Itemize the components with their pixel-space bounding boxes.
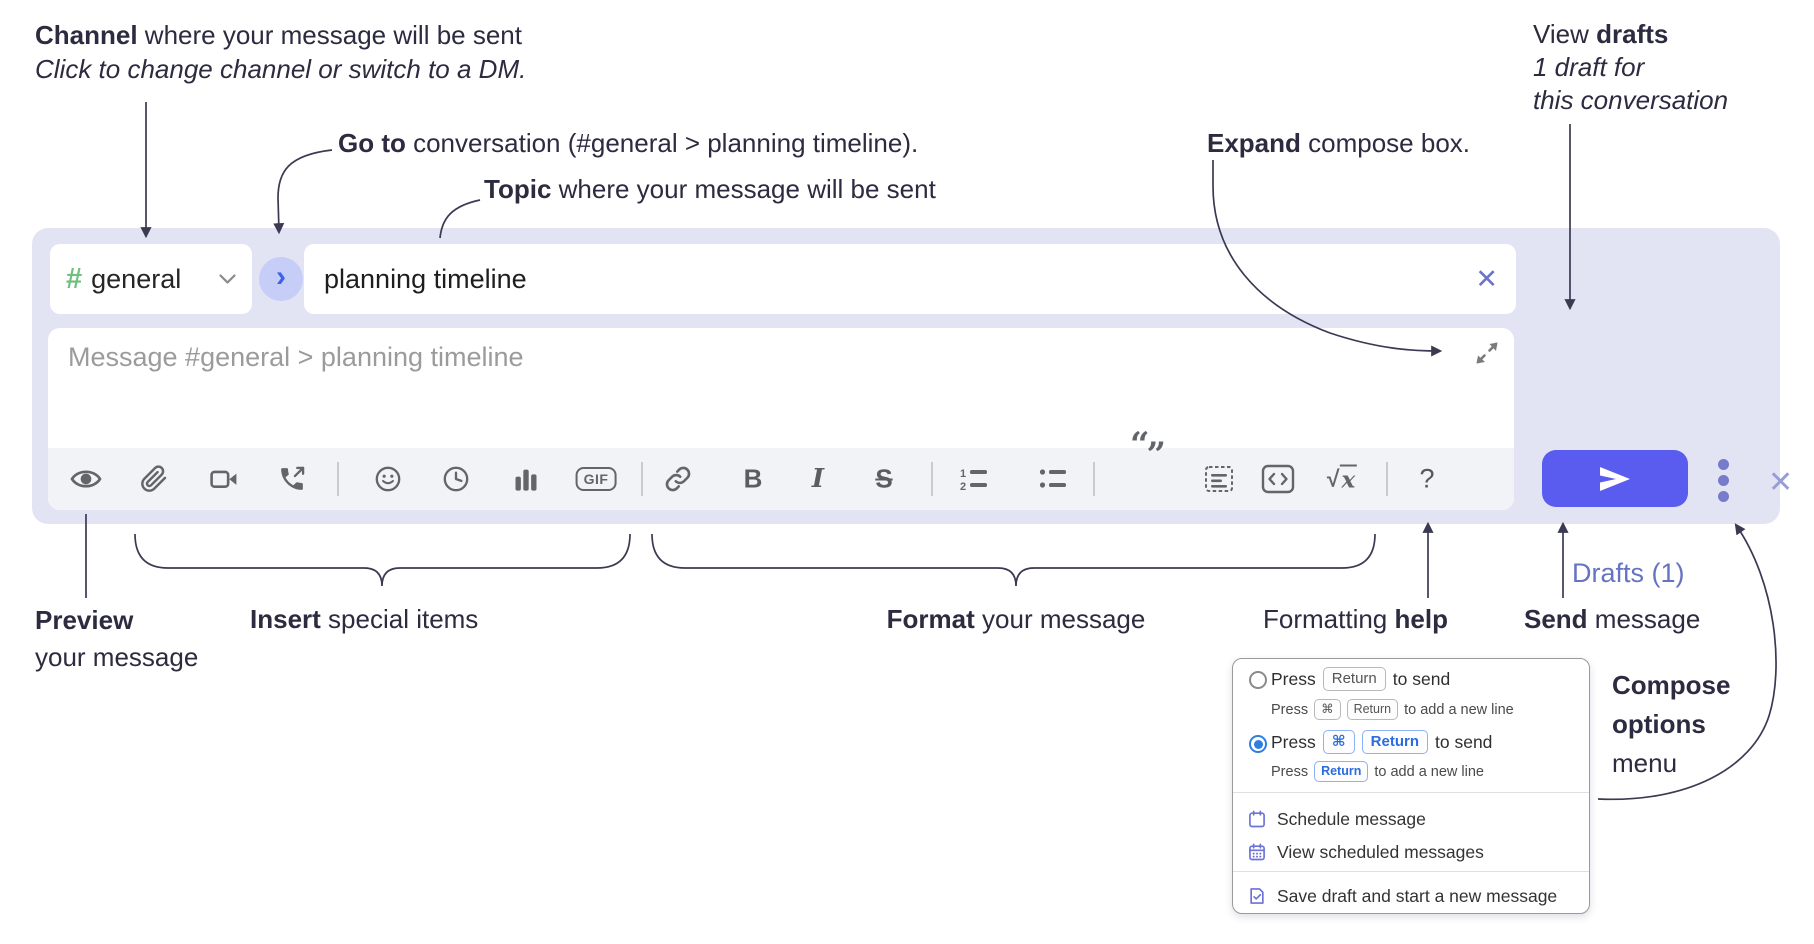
topic-field: ✕ <box>304 244 1516 314</box>
key-cmd: ⌘ <box>1322 730 1355 754</box>
channel-annotation-sub: Click to change channel or switch to a D… <box>35 54 527 84</box>
message-input[interactable] <box>56 334 1460 450</box>
calendar-grid-icon <box>1249 843 1265 861</box>
draft-document-icon <box>1250 888 1264 904</box>
gif-icon[interactable]: GIF <box>575 467 617 491</box>
toolbar-divider <box>337 462 339 496</box>
menu-item-save-draft[interactable]: Save draft and start a new message <box>1247 881 1557 911</box>
video-call-icon[interactable] <box>209 466 239 492</box>
key-return: Return <box>1361 730 1428 754</box>
bold-icon[interactable]: B <box>743 463 763 494</box>
send-annotation: Send message <box>1524 604 1701 634</box>
chevron-down-icon <box>219 273 236 284</box>
radio-enter-to-send[interactable] <box>1249 671 1267 689</box>
menu-item-view-scheduled-messages[interactable]: View scheduled messages <box>1247 837 1484 867</box>
emoji-icon[interactable] <box>374 465 402 493</box>
quote-icon[interactable]: “ ” <box>1130 425 1166 475</box>
strikethrough-icon[interactable]: S <box>875 463 893 494</box>
toolbar-divider <box>641 462 643 496</box>
calendar-icon <box>1249 810 1265 828</box>
italic-icon[interactable]: I <box>811 464 825 494</box>
attach-file-icon[interactable] <box>140 465 168 493</box>
format-brace <box>651 533 1376 587</box>
topic-annotation: Topic where your message will be sent <box>484 174 936 204</box>
time-icon[interactable] <box>442 465 470 493</box>
compose-options-menu: Press Return to send Press ⌘ Return to a… <box>1232 658 1590 914</box>
expand-annotation: Expand compose box. <box>1207 128 1471 158</box>
toolbar-divider <box>931 462 933 496</box>
view-drafts-annotation: View drafts 1 draft for this conversatio… <box>1533 19 1729 115</box>
channel-name: general <box>91 263 182 294</box>
svg-text:1: 1 <box>960 468 966 480</box>
bulleted-list-icon[interactable] <box>1038 466 1068 492</box>
goto-annotation: Go to conversation (#general > planning … <box>338 128 919 158</box>
toolbar-divider <box>1386 462 1388 496</box>
voice-call-icon[interactable] <box>278 465 306 493</box>
key-return: Return <box>1346 699 1399 720</box>
go-to-conversation-button[interactable]: › <box>259 257 303 301</box>
send-button[interactable] <box>1542 450 1688 507</box>
format-annotation: Format your message <box>886 604 1146 634</box>
channel-annotation: Channel where your message will be sent … <box>35 18 526 86</box>
option-enter-to-send[interactable]: Press Return to send <box>1271 667 1450 691</box>
insert-annotation: Insert special items <box>250 604 479 634</box>
key-cmd: ⌘ <box>1314 699 1341 720</box>
link-icon[interactable] <box>663 464 693 494</box>
spoiler-icon[interactable] <box>1204 465 1234 493</box>
message-formatting-help-icon[interactable]: ? <box>1419 463 1435 494</box>
code-icon[interactable] <box>1261 464 1295 494</box>
send-plane-icon <box>1600 466 1630 491</box>
key-return: Return <box>1314 761 1369 782</box>
drafts-link[interactable]: Drafts (1) <box>1572 558 1685 588</box>
svg-text:2: 2 <box>960 481 966 492</box>
channel-selector[interactable]: # general <box>50 244 252 314</box>
close-compose-icon[interactable]: ✕ <box>1768 466 1794 499</box>
option-cmd-enter-to-send-hint: Press Return to add a new line <box>1271 761 1484 782</box>
insert-brace <box>134 533 631 587</box>
preview-icon[interactable] <box>70 466 102 492</box>
compose-options-menu-button[interactable] <box>1713 454 1733 507</box>
poll-icon[interactable] <box>512 466 540 492</box>
key-return: Return <box>1322 667 1386 691</box>
channel-annotation-rest: where your message will be sent <box>137 20 522 50</box>
channel-hash-icon: # <box>66 262 83 295</box>
menu-separator <box>1233 792 1589 793</box>
menu-item-schedule-message[interactable]: Schedule message <box>1247 804 1426 834</box>
expand-compose-icon[interactable] <box>1472 338 1502 373</box>
message-compose-area: GIF B I S 12 “ ” <box>48 328 1514 510</box>
channel-annotation-bold: Channel <box>35 20 138 50</box>
clear-topic-icon[interactable]: ✕ <box>1475 263 1498 294</box>
option-enter-to-send-hint: Press ⌘ Return to add a new line <box>1271 699 1514 720</box>
option-cmd-enter-to-send[interactable]: Press ⌘ Return to send <box>1271 730 1492 754</box>
compose-options-annotation: Compose options menu <box>1612 670 1731 778</box>
preview-annotation: Preview your message <box>35 605 199 672</box>
toolbar-divider <box>1093 462 1095 496</box>
goto-connector <box>273 149 333 235</box>
menu-separator <box>1233 871 1589 872</box>
chevron-right-icon: › <box>276 260 286 293</box>
topic-input[interactable] <box>322 262 1476 296</box>
formatting-help-annotation: Formatting help <box>1263 604 1448 634</box>
math-icon[interactable]: √x <box>1326 464 1358 494</box>
radio-cmd-enter-to-send[interactable] <box>1249 735 1267 753</box>
